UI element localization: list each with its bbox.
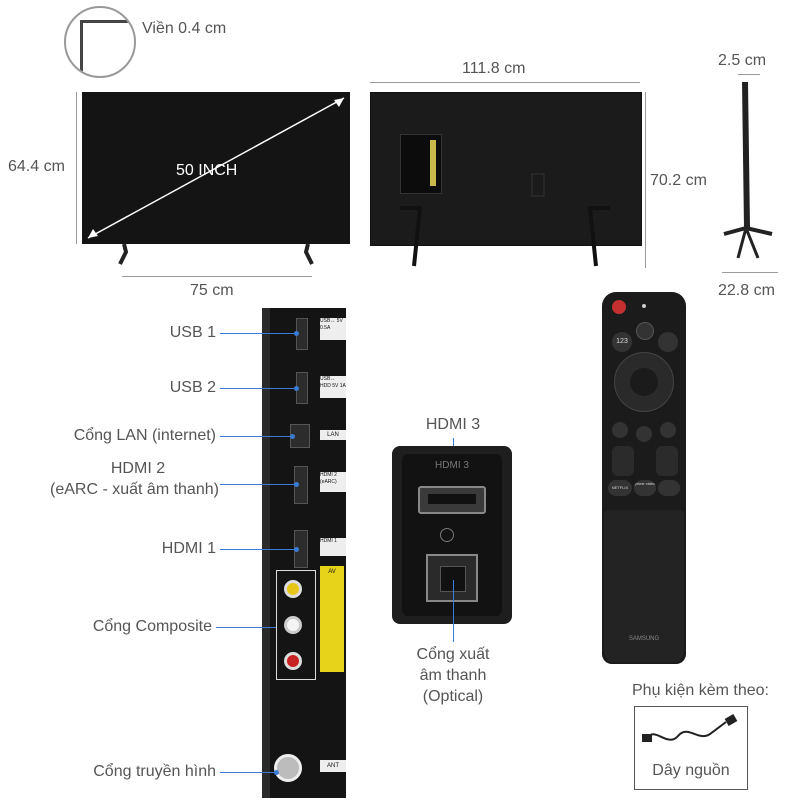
- usb1-leader: [220, 333, 296, 334]
- antenna-leader: [220, 772, 276, 773]
- dpad-ring: [614, 352, 674, 412]
- composite-leader: [216, 627, 276, 628]
- mic-led: [642, 304, 646, 308]
- optical-label-line2: âm thanh: [419, 667, 487, 684]
- hdmi1-leader-dot: [294, 547, 299, 552]
- composite-label: Cổng Composite: [92, 618, 212, 635]
- tv-back-stands: [400, 173, 610, 267]
- extra-app-button: [658, 480, 680, 496]
- optical-label-line1: Cổng xuất: [416, 646, 490, 663]
- play-pause-button: [660, 422, 676, 438]
- depth-top-dim-line: [738, 74, 760, 75]
- antenna-leader-dot: [274, 770, 279, 775]
- power-cord-icon: [642, 714, 738, 742]
- accessories-heading: Phụ kiện kèm theo:: [632, 682, 769, 699]
- btn-123: 123: [612, 332, 632, 352]
- power-button: [612, 300, 626, 314]
- hdmi3-label: HDMI 3: [425, 416, 481, 433]
- volume-rocker: [612, 446, 634, 476]
- netflix-button: NETFLIX: [608, 480, 632, 496]
- composite-box: [276, 570, 316, 680]
- av-marking: AV: [320, 566, 344, 672]
- remote-brand: SAMSUNG: [628, 636, 660, 642]
- panel-edge: [262, 308, 270, 798]
- remote-lower-body: [604, 510, 684, 662]
- usb2-label: USB 2: [169, 379, 216, 396]
- depth-base-label: 22.8 cm: [718, 282, 775, 299]
- tv-front-stands: [118, 243, 314, 265]
- ant-marking: ANT: [320, 760, 346, 772]
- composite-white-jack: [284, 616, 302, 634]
- stand-dim-line: [122, 276, 312, 277]
- height-front-label: 64.4 cm: [8, 158, 65, 175]
- usb2-marking: USB↔ HDD 5V 1A: [320, 376, 346, 398]
- tv-back-port-strip: [430, 140, 436, 186]
- hdmi2-leader: [220, 484, 296, 485]
- usb1-marking: USB↔ 5V 0.5A: [320, 318, 346, 340]
- power-cord-box: [634, 706, 748, 790]
- width-label: 111.8 cm: [462, 60, 526, 77]
- hdmi2-label-line2: (eARC - xuất âm thanh): [50, 481, 219, 498]
- hdmi3-port-inner: [428, 494, 476, 504]
- hdmi1-label: HDMI 1: [161, 540, 216, 557]
- optical-icon: [440, 528, 454, 542]
- usb1-label: USB 1: [169, 324, 216, 341]
- hdmi1-marking: HDMI 1: [320, 538, 346, 556]
- depth-top-label: 2.5 cm: [718, 52, 767, 69]
- channel-rocker: [656, 446, 678, 476]
- diagonal-arrow: [87, 97, 345, 239]
- color-button: [658, 332, 678, 352]
- lan-leader-dot: [290, 434, 295, 439]
- usb2-leader: [220, 388, 296, 389]
- bezel-zoom: [64, 6, 136, 78]
- composite-red-jack: [284, 652, 302, 670]
- height-dim-line: [76, 92, 77, 244]
- bezel-label: Viền 0.4 cm: [142, 20, 227, 37]
- prime-video-button: prime video: [634, 480, 656, 496]
- width-dim-line: [370, 82, 640, 83]
- stand-width-label: 75 cm: [190, 282, 234, 299]
- hdmi2-leader-dot: [294, 482, 299, 487]
- hdmi3-marking: HDMI 3: [435, 460, 469, 471]
- voice-button: [636, 322, 654, 340]
- usb2-leader-dot: [294, 386, 299, 391]
- home-button: [636, 426, 652, 442]
- height-back-label: 70.2 cm: [650, 172, 707, 189]
- lan-marking: LAN: [320, 430, 346, 440]
- power-cord-label: Dây nguồn: [652, 762, 730, 779]
- hdmi2-label-line1: HDMI 2: [110, 460, 166, 477]
- optical-leader: [453, 580, 454, 642]
- antenna-label: Cổng truyền hình: [93, 763, 216, 780]
- hdmi2-marking: HDMI 2 (eARC): [320, 472, 346, 492]
- antenna-port: [274, 754, 302, 782]
- usb1-leader-dot: [294, 331, 299, 336]
- back-button: [612, 422, 628, 438]
- lan-label: Cổng LAN (internet): [73, 427, 216, 444]
- lan-leader: [220, 436, 292, 437]
- tv-side-view: [723, 82, 773, 259]
- depth-base-dim-line: [722, 272, 778, 273]
- screen-size-label: 50 INCH: [176, 162, 238, 179]
- composite-yellow-jack: [284, 580, 302, 598]
- dpad-center: [630, 368, 658, 396]
- height-back-dim-line: [645, 92, 646, 268]
- hdmi1-leader: [220, 549, 296, 550]
- optical-label-line3: (Optical): [422, 688, 484, 705]
